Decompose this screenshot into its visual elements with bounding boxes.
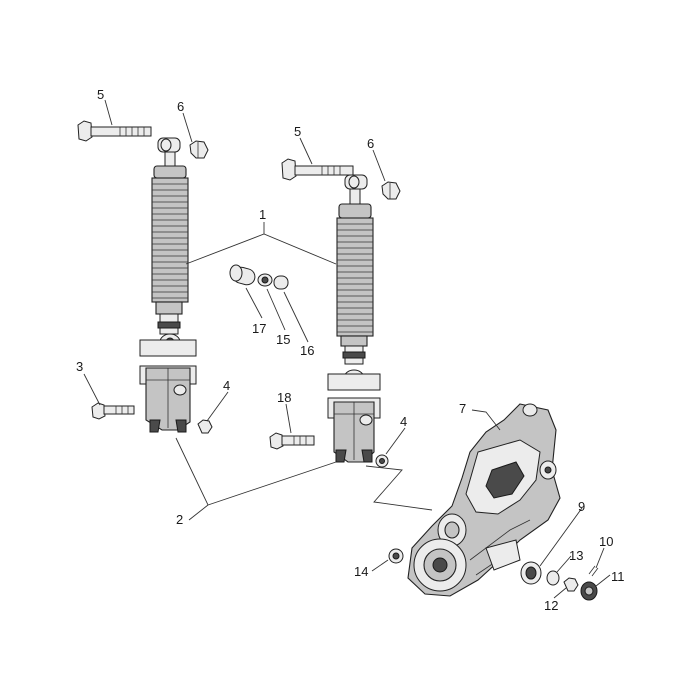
callout-12: 12	[544, 598, 558, 613]
left-bracket-nut	[197, 419, 213, 434]
callout-14: 14	[354, 564, 368, 579]
callout-4-left: 4	[223, 378, 230, 393]
callout-6-right: 6	[367, 136, 374, 151]
callout-4-right: 4	[400, 414, 407, 429]
callout-10: 10	[599, 534, 613, 549]
callout-labels: 5 6 5 6 1 17 15 16 3 4 18 4 7 2 9 10 13 …	[76, 87, 625, 613]
leader-lines	[83, 99, 611, 599]
left-top-nut	[189, 140, 209, 159]
right-spring-coils	[337, 223, 373, 333]
callout-17: 17	[252, 321, 266, 336]
callout-7: 7	[459, 401, 466, 416]
left-top-bolt	[77, 120, 152, 142]
right-bracket-bolt	[269, 432, 315, 450]
callout-6-left: 6	[177, 99, 184, 114]
callout-9: 9	[578, 499, 585, 514]
left-bracket-bolt	[91, 402, 135, 420]
callout-5-right: 5	[294, 124, 301, 139]
callout-11: 11	[611, 569, 625, 584]
callout-15: 15	[276, 332, 290, 347]
right-top-nut	[381, 181, 401, 200]
callout-16: 16	[300, 343, 314, 358]
left-shock-absorber	[77, 120, 209, 433]
callout-13: 13	[569, 548, 583, 563]
right-shock-absorber	[281, 158, 401, 463]
callout-18: 18	[277, 390, 291, 405]
bushing-set	[229, 264, 289, 290]
left-spring-coils	[152, 183, 188, 299]
callout-5-left: 5	[97, 87, 104, 102]
callout-1: 1	[259, 207, 266, 222]
callout-2: 2	[176, 512, 183, 527]
swingarm-housing	[407, 403, 561, 597]
axle-parts	[388, 548, 599, 601]
right-top-bolt	[281, 158, 354, 181]
callout-3: 3	[76, 359, 83, 374]
